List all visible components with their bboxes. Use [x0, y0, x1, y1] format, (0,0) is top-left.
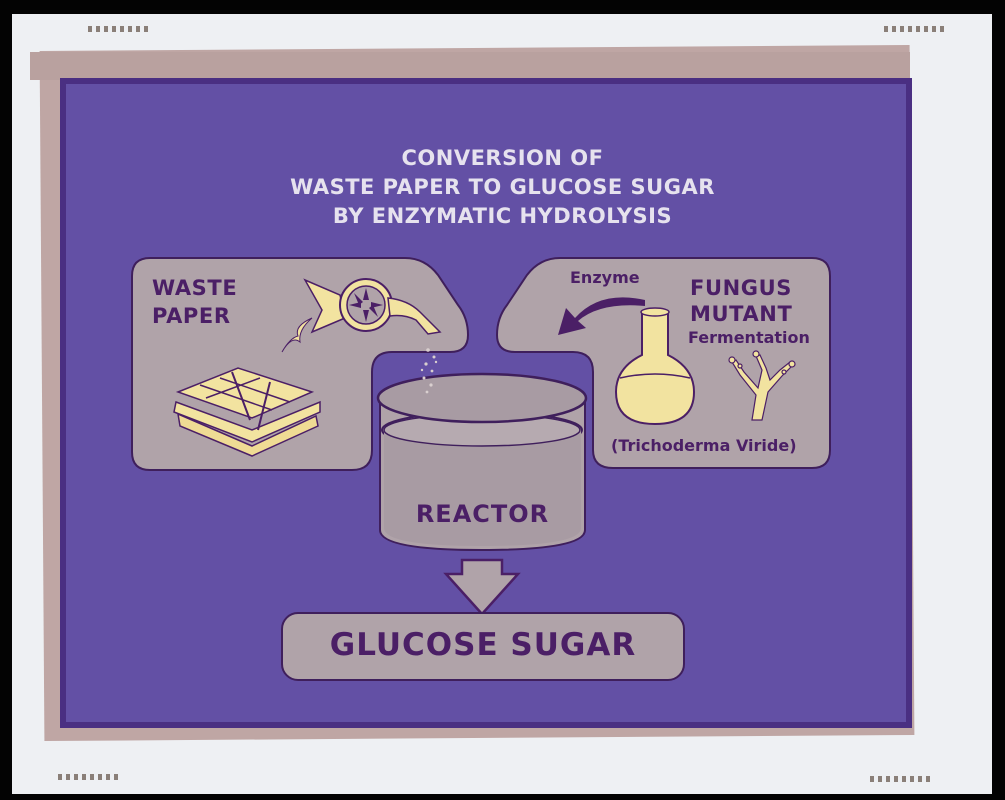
enzyme-label: Enzyme — [570, 268, 640, 287]
waste-label-line-1: WASTE — [152, 276, 238, 300]
sprocket-holes-bottom-left — [58, 774, 122, 780]
reactor-vessel — [376, 372, 588, 552]
title-line-2: WASTE PAPER TO GLUCOSE SUGAR — [290, 175, 715, 199]
glucose-sugar-label: GLUCOSE SUGAR — [329, 627, 637, 663]
title-line-1: CONVERSION OF — [401, 146, 604, 170]
sprocket-holes-top-right — [884, 26, 948, 32]
down-arrow-icon — [443, 558, 521, 616]
tape-strip — [30, 52, 910, 80]
glucose-sugar-box — [281, 612, 685, 681]
shredder-icon — [281, 278, 442, 353]
paper-particles — [420, 348, 438, 394]
title-line-3: BY ENZYMATIC HYDROLYSIS — [332, 204, 673, 228]
enzyme-arrow-icon — [558, 297, 645, 335]
newspaper-bundle-icon — [173, 367, 321, 457]
species-label: (Trichoderma Viride) — [611, 436, 797, 455]
sprocket-holes-bottom-right — [870, 776, 934, 782]
fungus-label-line-1: FUNGUS — [690, 276, 792, 300]
waste-label-line-2: PAPER — [152, 304, 231, 328]
sprocket-holes-top-left — [88, 26, 152, 32]
fungus-label-line-2: MUTANT — [690, 302, 793, 326]
fermentation-label: Fermentation — [688, 328, 810, 347]
flask-icon — [614, 307, 696, 426]
fungus-branch-icon — [728, 350, 796, 421]
reactor-label: REACTOR — [415, 500, 550, 528]
